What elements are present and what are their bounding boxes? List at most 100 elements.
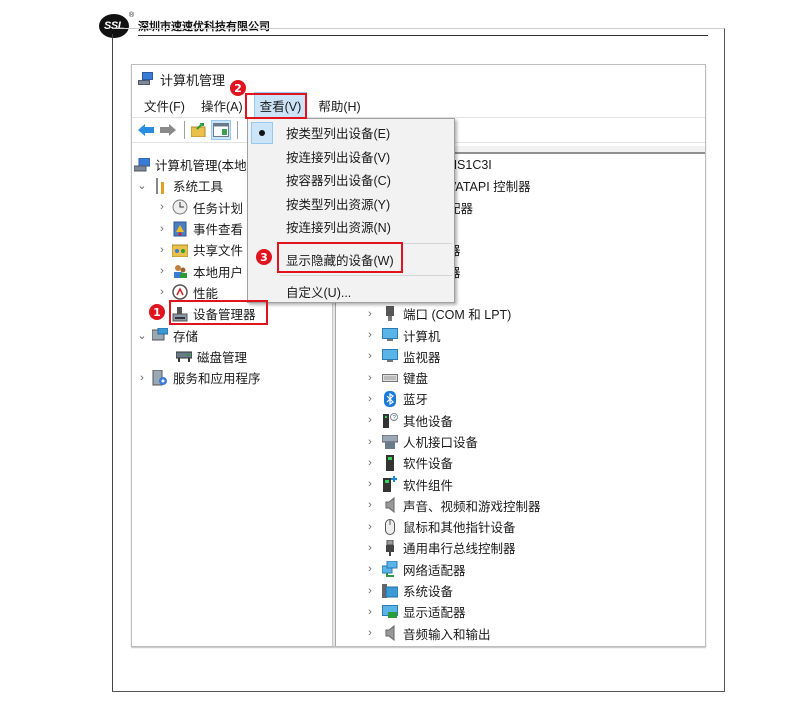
tree-item-event-viewer[interactable]: › 事件查看 — [132, 218, 332, 239]
audio-io-icon — [382, 625, 398, 642]
chevron-right-icon[interactable]: › — [368, 541, 372, 554]
chevron-right-icon[interactable]: › — [368, 414, 372, 427]
menu-item-label: 按类型列出资源(Y) — [286, 197, 391, 212]
tree-root[interactable]: 计算机管理(本地 — [132, 154, 332, 175]
show-hide-console-tree-icon — [213, 123, 229, 137]
software-component-icon — [382, 476, 398, 493]
menu-item-label: 按连接列出资源(N) — [286, 221, 391, 236]
step-badge-2: 2 — [230, 80, 246, 96]
tree-item-disk-management[interactable]: 磁盘管理 — [132, 346, 332, 367]
device-row-hid[interactable]: › 人机接口设备 — [336, 431, 705, 452]
chevron-right-icon[interactable]: › — [368, 371, 372, 384]
view-menu-devices-by-container[interactable]: 按容器列出设备(C) — [248, 168, 454, 192]
device-row-partial[interactable]: VATAPI 控制器 — [336, 175, 705, 196]
show-hide-tree-button[interactable] — [211, 120, 231, 140]
device-label: 系统设备 — [403, 585, 454, 600]
chevron-right-icon[interactable]: › — [368, 605, 372, 618]
chevron-right-icon[interactable]: › — [368, 435, 372, 448]
chevron-right-icon[interactable]: › — [160, 243, 164, 256]
device-row-display-adapters[interactable]: › 显示适配器 — [336, 601, 705, 622]
chevron-right-icon[interactable]: › — [368, 584, 372, 597]
tree-item-local-users[interactable]: › 本地用户 — [132, 260, 332, 281]
device-label: NS1C3I — [448, 157, 492, 172]
chevron-right-icon[interactable]: › — [368, 563, 372, 576]
task-scheduler-icon — [172, 199, 188, 215]
tree-item-shared-folders[interactable]: › 共享文件 — [132, 239, 332, 260]
shared-folders-icon — [172, 242, 188, 258]
chevron-down-icon[interactable]: ⌄ — [137, 329, 147, 342]
menu-bar: 文件(F) 操作(A) 查看(V) 帮助(H) — [132, 91, 705, 119]
chevron-right-icon[interactable]: › — [368, 329, 372, 342]
chevron-right-icon[interactable]: › — [368, 350, 372, 363]
chevron-down-icon[interactable]: ⌄ — [137, 180, 147, 193]
tree-item-label: 存储 — [173, 329, 199, 344]
device-row-keyboards[interactable]: › 键盘 — [336, 367, 705, 388]
bluetooth-icon — [382, 390, 398, 407]
device-label: 键盘 — [403, 372, 429, 387]
view-menu-devices-by-connection[interactable]: 按连接列出设备(V) — [248, 145, 454, 169]
device-row-usb[interactable]: › 通用串行总线控制器 — [336, 537, 705, 558]
device-row-audio-io[interactable]: › 音频输入和输出 — [336, 623, 705, 644]
chevron-right-icon[interactable]: › — [368, 307, 372, 320]
view-menu-resources-by-type[interactable]: 按类型列出资源(Y) — [248, 192, 454, 216]
device-row-computer[interactable]: › 计算机 — [336, 324, 705, 345]
chevron-right-icon[interactable]: › — [160, 201, 164, 214]
chevron-right-icon[interactable]: › — [160, 265, 164, 278]
device-label: 音频输入和输出 — [403, 627, 491, 642]
back-button[interactable] — [136, 120, 156, 140]
tree-item-label: 共享文件 — [193, 244, 244, 259]
menu-item-label: 按容器列出设备(C) — [286, 174, 391, 189]
device-row-software-components[interactable]: › 软件组件 — [336, 473, 705, 494]
tree-item-system-tools[interactable]: ⌄ 系统工具 — [132, 175, 332, 196]
device-label: 人机接口设备 — [403, 436, 479, 450]
chevron-right-icon[interactable]: › — [140, 371, 144, 384]
tree-item-performance[interactable]: › 性能 — [132, 282, 332, 303]
up-one-level-button[interactable] — [189, 120, 209, 140]
software-device-icon — [382, 454, 398, 471]
tree-item-task-scheduler[interactable]: › 任务计划 — [132, 197, 332, 218]
chevron-right-icon[interactable]: › — [160, 222, 164, 235]
chevron-right-icon[interactable]: › — [160, 286, 164, 299]
frame-left-border — [112, 34, 113, 691]
view-menu-customize[interactable]: 自定义(U)... — [248, 280, 454, 304]
menu-help[interactable]: 帮助(H) — [318, 99, 361, 114]
chevron-right-icon[interactable]: › — [368, 627, 372, 640]
services-icon — [152, 369, 168, 386]
device-row-system-devices[interactable]: › 系统设备 — [336, 580, 705, 601]
event-viewer-icon — [172, 221, 188, 237]
forward-arrow-icon — [160, 124, 176, 136]
registered-mark: ® — [129, 12, 135, 19]
device-row-mice[interactable]: › 鼠标和其他指针设备 — [336, 516, 705, 537]
tree-item-services-apps[interactable]: › 服务和应用程序 — [132, 367, 332, 388]
monitor-icon — [382, 348, 398, 364]
device-row-sound[interactable]: › 声音、视频和游戏控制器 — [336, 495, 705, 516]
chevron-right-icon[interactable]: › — [368, 520, 372, 533]
forward-button[interactable] — [158, 120, 178, 140]
chevron-right-icon[interactable]: › — [368, 456, 372, 469]
tree-item-device-manager[interactable]: 设备管理器 — [132, 303, 332, 324]
menu-view[interactable]: 查看(V) — [253, 91, 308, 119]
device-row-bluetooth[interactable]: › 蓝牙 — [336, 388, 705, 409]
computer-icon — [382, 327, 398, 343]
pane-splitter[interactable] — [333, 146, 336, 646]
menu-file[interactable]: 文件(F) — [144, 99, 185, 114]
view-menu-show-hidden-devices[interactable]: 显示隐藏的设备(W) — [248, 248, 454, 272]
menu-separator — [280, 242, 452, 244]
device-row-other-devices[interactable]: › ? 其他设备 — [336, 410, 705, 431]
menu-action[interactable]: 操作(A) — [200, 99, 243, 114]
computer-management-icon — [134, 157, 150, 173]
device-root-partial[interactable]: NS1C3I — [336, 154, 705, 175]
device-row-software-devices[interactable]: › 软件设备 — [336, 452, 705, 473]
device-row-ports[interactable]: › 端口 (COM 和 LPT) — [336, 303, 705, 324]
device-list: NS1C3I VATAPI 控制器 配器 器 器 › 端口 (COM 和 LPT… — [336, 154, 705, 644]
device-row-network-adapters[interactable]: › 网络适配器 — [336, 559, 705, 580]
chevron-right-icon[interactable]: › — [368, 499, 372, 512]
chevron-right-icon[interactable]: › — [368, 392, 372, 405]
tree-item-storage[interactable]: ⌄ 存储 — [132, 324, 332, 345]
view-menu-resources-by-connection[interactable]: 按连接列出资源(N) — [248, 215, 454, 239]
chevron-right-icon[interactable]: › — [368, 478, 372, 491]
other-devices-icon: ? — [382, 412, 398, 429]
device-label: 通用串行总线控制器 — [403, 542, 516, 557]
device-row-monitors[interactable]: › 监视器 — [336, 346, 705, 367]
view-menu-devices-by-type[interactable]: 按类型列出设备(E) — [248, 121, 454, 145]
